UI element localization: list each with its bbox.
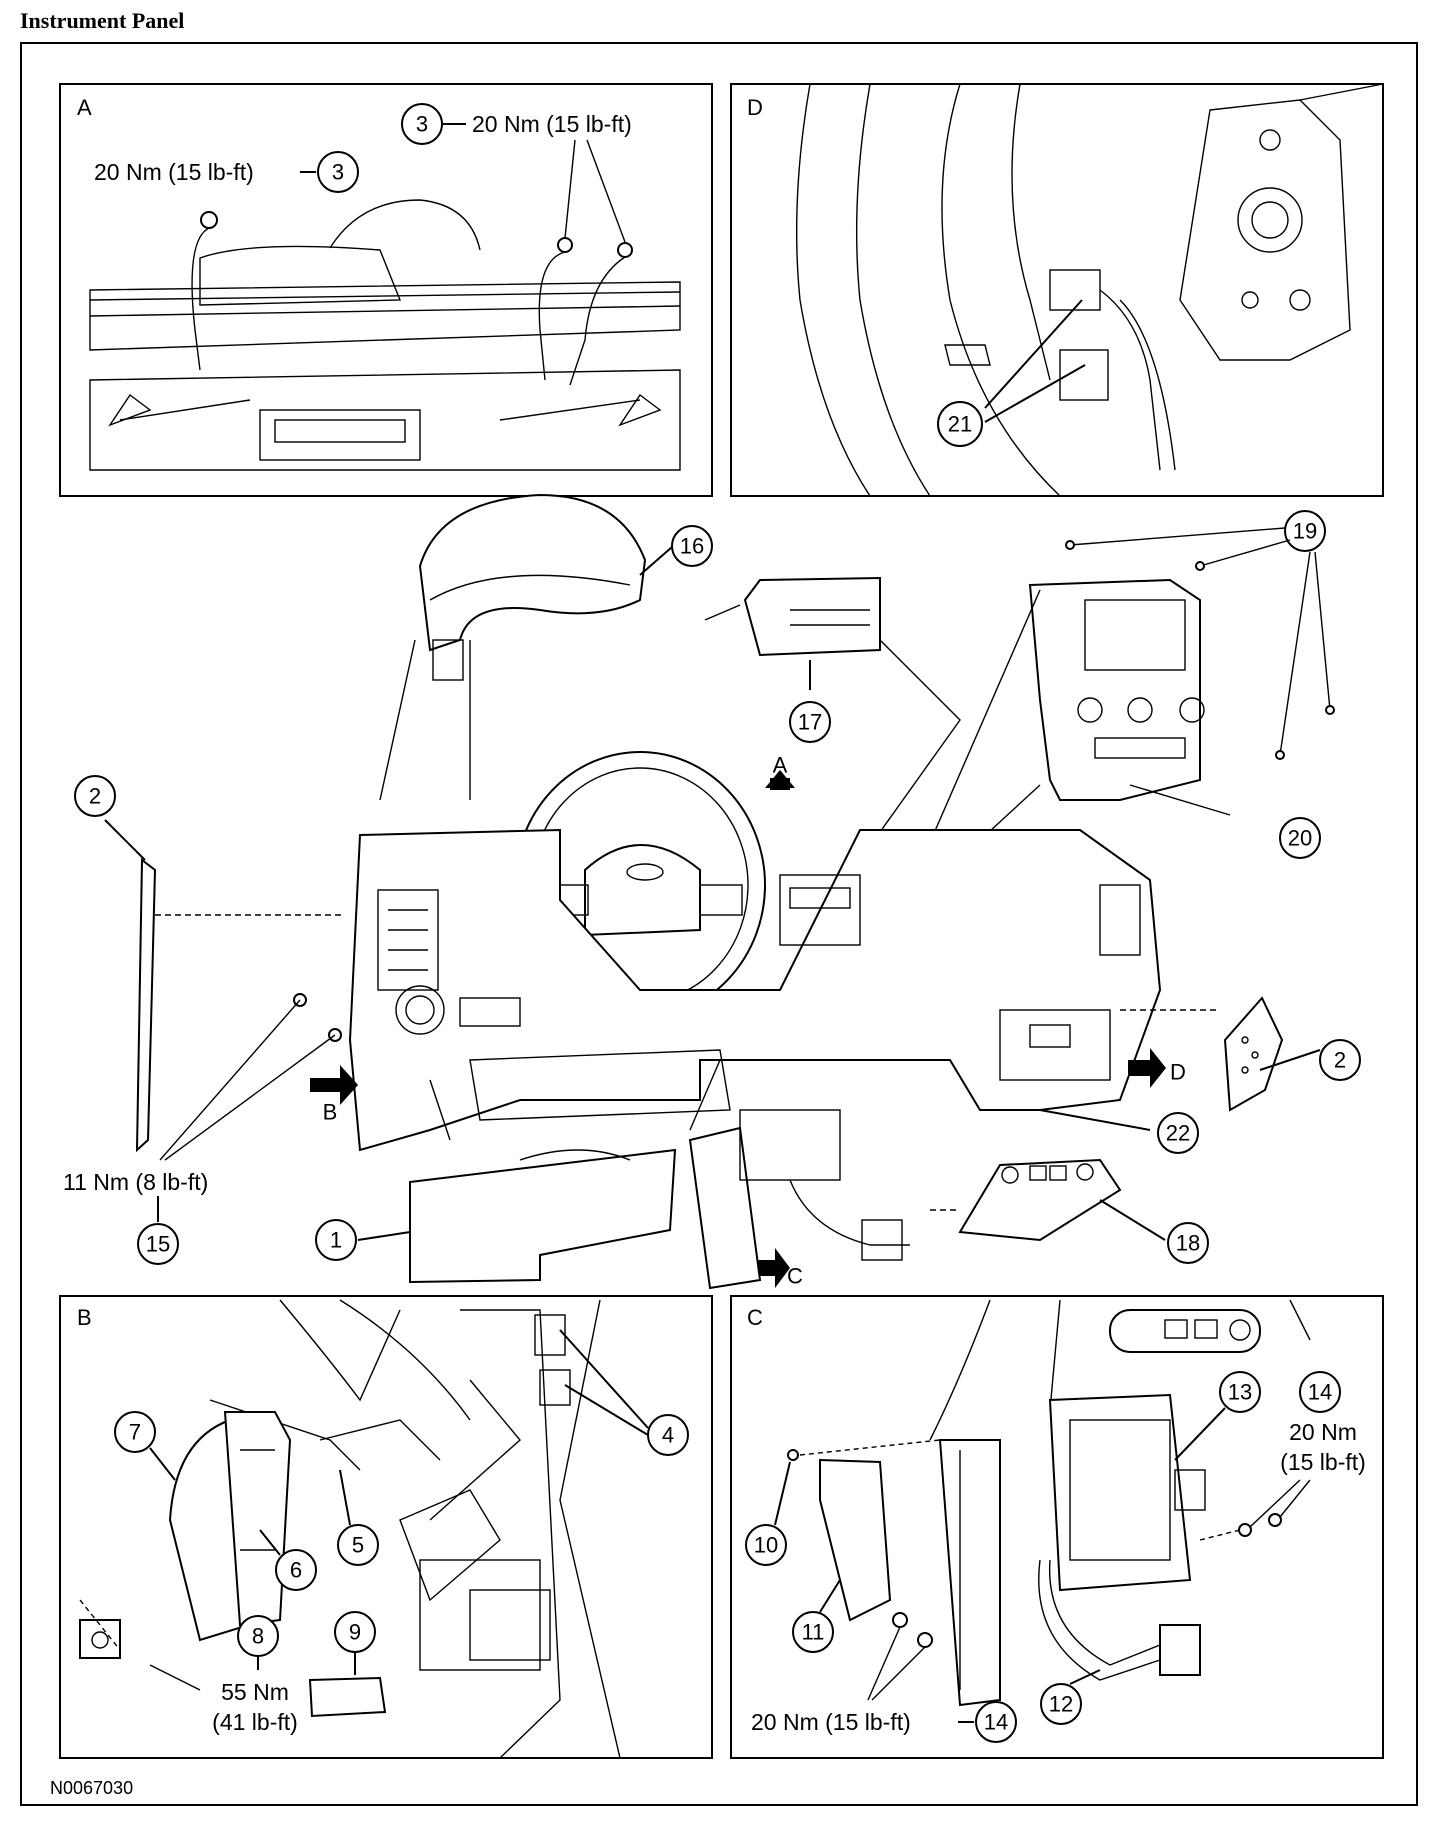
- callout-2-left: [74, 775, 116, 817]
- svg-text:4: 4: [662, 1423, 674, 1448]
- panel-11: [819, 1458, 892, 1622]
- callout-13: [1219, 1371, 1261, 1413]
- callout-21: [937, 401, 983, 447]
- bolt-a-right-1: [557, 237, 573, 253]
- svg-text:12: 12: [1049, 1692, 1073, 1717]
- detail-panel-b: B 7 6 5 4 8: [59, 1295, 713, 1759]
- callout-3-right-label: 3: [416, 112, 428, 137]
- panel-c-torque-right-line2: (15 lb-ft): [1280, 1449, 1366, 1475]
- svg-text:D: D: [1170, 1060, 1186, 1085]
- svg-text:15: 15: [146, 1232, 170, 1257]
- panel-d-letter: D: [747, 95, 763, 120]
- callout-1: [315, 1219, 357, 1261]
- callout-2-right: [1319, 1039, 1361, 1081]
- callout-12: [1040, 1683, 1082, 1725]
- panel-c-torque-bottom: 20 Nm (15 lb-ft): [751, 1709, 911, 1735]
- detail-panel-d: D 21: [730, 83, 1384, 497]
- svg-text:9: 9: [349, 1620, 361, 1645]
- left-end-cap: [135, 857, 157, 1153]
- callout-5: [337, 1524, 379, 1566]
- svg-text:20: 20: [1288, 826, 1312, 851]
- svg-text:7: 7: [129, 1420, 141, 1445]
- view-arrow-c: [745, 1248, 790, 1288]
- svg-text:1: 1: [330, 1228, 342, 1253]
- callout-7: [114, 1411, 156, 1453]
- svg-text:16: 16: [680, 534, 704, 559]
- callout-19: [1284, 510, 1326, 552]
- page-title: Instrument Panel: [20, 8, 185, 33]
- callout-21-label: 21: [948, 412, 972, 437]
- svg-text:B: B: [323, 1100, 338, 1125]
- panel-b-torque-line1: 55 Nm: [221, 1679, 289, 1705]
- diagram-frame: [20, 42, 1418, 1806]
- center-bezel: [1028, 578, 1201, 801]
- panel-c-letter: C: [747, 1305, 763, 1330]
- svg-text:10: 10: [754, 1533, 778, 1558]
- switch-bezel: [958, 1158, 1122, 1242]
- svg-text:14: 14: [1308, 1380, 1332, 1405]
- svg-text:8: 8: [252, 1624, 264, 1649]
- bolt-a-left: [200, 211, 218, 229]
- connector-12: [1159, 1624, 1201, 1676]
- reference-code: N0067030: [50, 1778, 134, 1798]
- svg-text:14: 14: [984, 1710, 1008, 1735]
- svg-text:2: 2: [89, 784, 101, 809]
- callout-3-left: [317, 151, 359, 193]
- svg-text:2: 2: [1334, 1048, 1346, 1073]
- main-torque-left: 11 Nm (8 lb-ft): [63, 1169, 208, 1195]
- panel-a-torque-left: 20 Nm (15 lb-ft): [94, 159, 254, 185]
- knee-bolster: [409, 1148, 677, 1284]
- svg-text:5: 5: [352, 1533, 364, 1558]
- svg-text:17: 17: [798, 710, 822, 735]
- panel-b-torque-line2: (41 lb-ft): [212, 1709, 298, 1735]
- callout-10: [745, 1524, 787, 1566]
- callout-20: [1279, 817, 1321, 859]
- svg-text:C: C: [787, 1264, 803, 1289]
- connector-9: [308, 1676, 387, 1718]
- module-13: [1048, 1393, 1192, 1592]
- knee-airbag: [223, 1411, 292, 1627]
- main-exploded-view: 16 17 20 19: [63, 493, 1361, 1290]
- panel-c-torque-right-line1: 20 Nm: [1289, 1419, 1357, 1445]
- callout-22: [1157, 1112, 1199, 1154]
- callout-3-left-label: 3: [332, 160, 344, 185]
- center-vent: [743, 576, 881, 657]
- svg-text:13: 13: [1228, 1380, 1252, 1405]
- svg-text:18: 18: [1176, 1231, 1200, 1256]
- callout-16: [671, 525, 713, 567]
- callout-14-bottom: [975, 1701, 1017, 1743]
- callout-17: [789, 701, 831, 743]
- view-arrow-b: [310, 1065, 358, 1105]
- detail-panel-c: C 13 10 11 12: [730, 1295, 1384, 1759]
- svg-text:11: 11: [802, 1620, 825, 1645]
- svg-text:22: 22: [1166, 1121, 1190, 1146]
- callout-14-right: [1299, 1371, 1341, 1413]
- panel-b-letter: B: [77, 1305, 92, 1330]
- bolt-a-right-2: [617, 242, 633, 258]
- panel-a-torque-right: 20 Nm (15 lb-ft): [472, 111, 632, 137]
- svg-text:6: 6: [290, 1558, 302, 1583]
- view-arrow-d: [1128, 1048, 1166, 1088]
- detail-panel-a: A 20 Nm (15 lb-ft) 3 3 20 Nm (15 lb-ft): [59, 83, 713, 497]
- panel-a-letter: A: [77, 95, 92, 120]
- callout-15: [137, 1223, 179, 1265]
- support-bracket: [688, 1126, 762, 1290]
- callout-3-right: [401, 103, 443, 145]
- callout-18: [1167, 1222, 1209, 1264]
- cluster-bezel: [418, 493, 647, 652]
- right-end-cap: [1223, 996, 1284, 1112]
- svg-text:19: 19: [1293, 519, 1317, 544]
- callout-6: [275, 1549, 317, 1591]
- svg-text:A: A: [773, 753, 788, 778]
- callout-11: [792, 1611, 834, 1653]
